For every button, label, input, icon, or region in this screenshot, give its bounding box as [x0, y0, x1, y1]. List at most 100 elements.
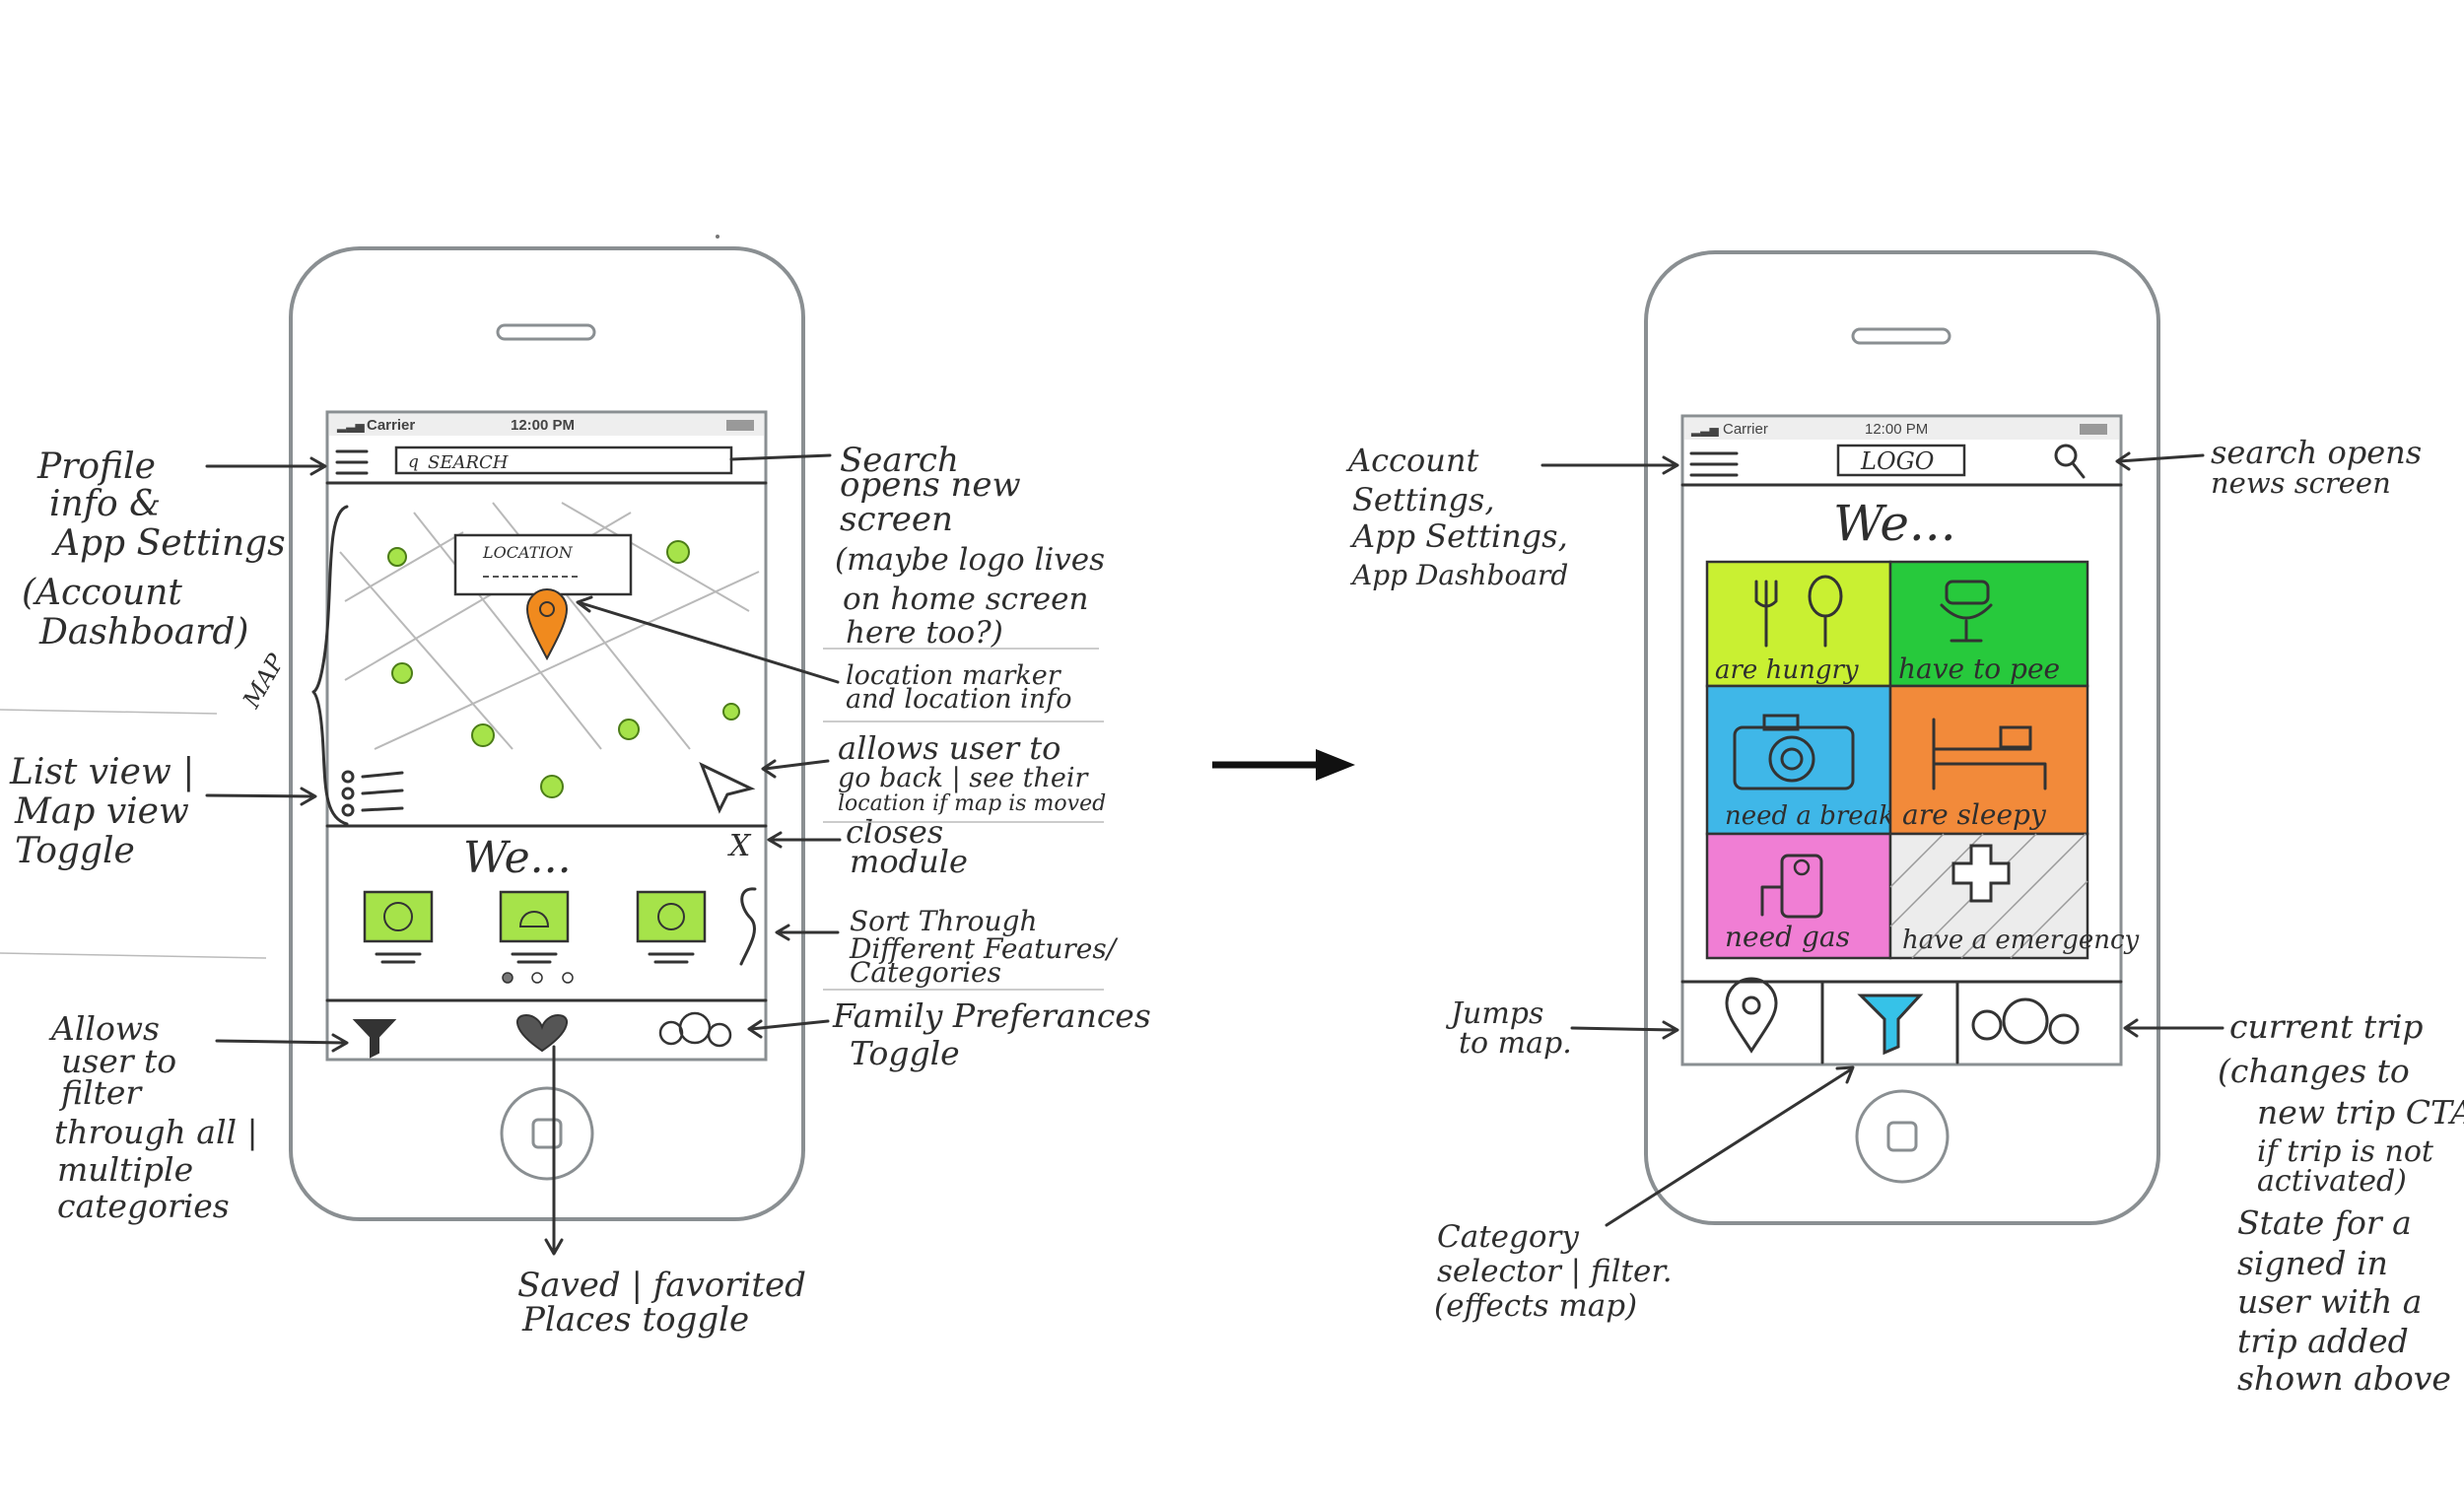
arrow-list-map: [205, 793, 315, 798]
tile-have-a-emergency[interactable]: have a emergency: [1888, 832, 2140, 960]
tile-label: need gas: [1725, 921, 1850, 953]
svg-text:App Settings,: App Settings,: [1349, 517, 1568, 555]
svg-text:activated): activated): [2257, 1164, 2407, 1199]
tile-are-sleepy[interactable]: are sleepy: [1888, 684, 2089, 836]
module-card-1[interactable]: [363, 890, 434, 964]
svg-text:trip added: trip added: [2237, 1322, 2409, 1360]
svg-text:search opens: search opens: [2211, 434, 2422, 471]
saved-places-heart-icon[interactable]: [516, 1013, 568, 1053]
annotation-back-location: allows user to go back | see their locat…: [838, 729, 1106, 816]
svg-text:(maybe logo lives: (maybe logo lives: [835, 542, 1105, 578]
annotation-filter: Allows user to filter through all | mult…: [48, 1009, 258, 1225]
svg-text:(effects map): (effects map): [1434, 1288, 1637, 1324]
map-place-markers: [387, 540, 740, 798]
right-home-button[interactable]: [1855, 1089, 1950, 1184]
right-search-icon[interactable]: [2054, 444, 2086, 479]
module-cards: [363, 887, 757, 984]
category-filter-tab-icon[interactable]: [1857, 994, 1924, 1056]
svg-text:Jumps: Jumps: [1445, 996, 1543, 1031]
annotation-trip: current trip (changes to new trip CTA if…: [2218, 1007, 2464, 1398]
svg-text:List view |: List view |: [9, 752, 194, 792]
right-menu-icon[interactable]: [1689, 451, 1739, 477]
medical-cross-icon: [1951, 844, 2011, 903]
gas-pump-icon: [1760, 854, 1823, 919]
left-menu-icon[interactable]: [335, 449, 369, 475]
svg-text:Profile: Profile: [36, 446, 156, 487]
svg-text:Family Preferances: Family Preferances: [832, 996, 1151, 1035]
pagination-dots[interactable]: [502, 972, 574, 984]
toilet-icon: [1940, 580, 1993, 643]
svg-text:module: module: [850, 843, 968, 880]
location-pin-icon[interactable]: [525, 588, 569, 661]
arrow-family: [749, 1019, 830, 1031]
annotation-sort: Sort Through Different Features/ Categor…: [849, 905, 1119, 989]
svg-text:Settings,: Settings,: [1352, 481, 1495, 518]
arrow-back-location: [763, 759, 830, 771]
left-annotations: Profile info & App Settings (Account Das…: [0, 441, 1151, 1339]
annotation-category: Category selector | filter. (effects map…: [1434, 1219, 1673, 1324]
svg-text:Toggle: Toggle: [850, 1034, 960, 1072]
camera-icon: [1733, 714, 1855, 790]
bed-icon: [1932, 718, 2047, 790]
tile-need-gas[interactable]: need gas: [1705, 832, 1892, 960]
search-icon: q: [408, 452, 419, 472]
left-we-heading: We...: [463, 833, 572, 883]
tile-need-a-break[interactable]: need a break: [1705, 684, 1894, 836]
category-grid: are hungry have to pee: [1705, 560, 2140, 960]
swipe-gesture-icon: [739, 887, 757, 966]
annotation-search: Search opens new screen (maybe logo live…: [835, 441, 1105, 651]
battery-icon: [726, 420, 754, 431]
map-view[interactable]: LOCATION: [339, 502, 760, 817]
svg-text:location if map is moved: location if map is moved: [838, 791, 1106, 816]
left-home-button-glyph: [531, 1118, 563, 1149]
svg-text:filter: filter: [58, 1073, 143, 1112]
logo-box[interactable]: [1836, 444, 1966, 477]
module-card-3[interactable]: [636, 890, 707, 964]
filter-tab-icon[interactable]: [352, 1019, 397, 1059]
tile-label: need a break: [1725, 801, 1894, 831]
svg-text:screen: screen: [840, 500, 953, 539]
svg-text:opens new: opens new: [840, 465, 1021, 505]
arrow-category: [1605, 1067, 1853, 1227]
annotation-family: Family Preferances Toggle: [832, 996, 1151, 1072]
tile-are-hungry[interactable]: are hungry: [1705, 560, 1892, 688]
location-info-box[interactable]: [453, 533, 633, 596]
annotation-list-map: List view | Map view Toggle: [9, 752, 194, 871]
arrow-search: [729, 453, 832, 461]
left-time: 12:00 PM: [511, 417, 575, 434]
search-input[interactable]: [394, 446, 733, 475]
right-battery-icon: [2080, 424, 2107, 435]
svg-text:multiple: multiple: [57, 1150, 193, 1189]
location-box-label: LOCATION: [482, 543, 574, 562]
svg-text:if trip is not: if trip is not: [2257, 1134, 2434, 1169]
list-view-toggle-icon[interactable]: [341, 770, 404, 817]
svg-text:shown above: shown above: [2237, 1359, 2451, 1398]
svg-text:selector | filter.: selector | filter.: [1437, 1254, 1673, 1289]
locate-me-icon[interactable]: [699, 761, 756, 814]
svg-text:current trip: current trip: [2229, 1007, 2424, 1046]
map-pin-tab-icon[interactable]: [1725, 977, 1778, 1054]
svg-text:user with a: user with a: [2237, 1282, 2422, 1321]
right-status-bar: [1684, 418, 2119, 440]
transition-arrow-icon: [1212, 749, 1355, 781]
annotation-jumps: Jumps to map.: [1445, 996, 1572, 1061]
left-carrier: Carrier: [367, 417, 415, 434]
arrow-right-search: [2117, 453, 2205, 463]
right-carrier: Carrier: [1723, 421, 1768, 438]
left-home-button[interactable]: [500, 1086, 594, 1181]
svg-text:State for a: State for a: [2237, 1203, 2412, 1242]
svg-text:new trip CTA: new trip CTA: [2257, 1093, 2464, 1132]
svg-text:allows user to: allows user to: [838, 729, 1061, 767]
svg-text:(Account: (Account: [22, 573, 182, 613]
family-preferences-icon[interactable]: [658, 1011, 732, 1048]
current-trip-family-icon[interactable]: [1971, 997, 2080, 1045]
module-card-2[interactable]: [499, 890, 570, 964]
left-phone: ▂▃▅ Carrier 12:00 PM q SEARCH L: [237, 246, 805, 1221]
right-annotations: Account Settings, App Settings, App Dash…: [1345, 434, 2464, 1398]
svg-text:Places toggle: Places toggle: [521, 1300, 749, 1339]
tile-have-to-pee[interactable]: have to pee: [1888, 560, 2089, 688]
arrow-filter: [215, 1039, 347, 1045]
close-module-button[interactable]: X: [727, 829, 752, 863]
fork-knife-icon: [1754, 575, 1843, 648]
svg-text:news screen: news screen: [2211, 466, 2391, 500]
